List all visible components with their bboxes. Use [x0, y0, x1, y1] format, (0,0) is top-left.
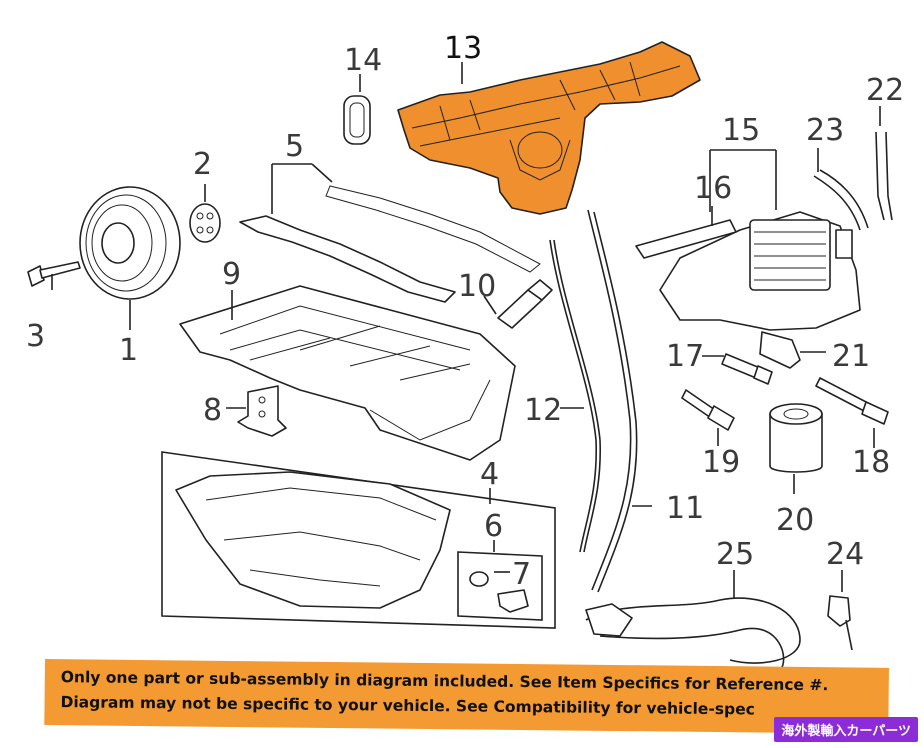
disclaimer-banner: Only one part or sub-assembly in diagram… [44, 659, 889, 734]
sensor-part-10 [497, 279, 553, 329]
sensor-part-21 [759, 331, 801, 369]
intake-manifold-part-13 [397, 41, 701, 215]
gasket-part-5 [239, 185, 541, 303]
windage-tray-part-9 [179, 285, 516, 461]
callout-25: 25 [716, 537, 754, 572]
callout-9: 9 [222, 257, 241, 292]
callout-17: 17 [666, 339, 704, 374]
oil-pan-group-part-4 [161, 451, 556, 629]
hose-part-22 [875, 131, 893, 221]
gasket-part-16 [635, 219, 737, 259]
callout-13: 13 [444, 31, 482, 66]
callout-22: 22 [866, 73, 904, 108]
bolt-part-18 [815, 377, 889, 425]
wiring-harness-part-25 [585, 597, 801, 671]
crank-pulley-part-1 [79, 186, 181, 300]
bracket-part-8 [237, 385, 287, 437]
callout-7: 7 [512, 557, 531, 592]
callout-12: 12 [524, 393, 562, 428]
callout-20: 20 [776, 503, 814, 538]
leader-lines [51, 62, 881, 598]
callout-19: 19 [702, 445, 740, 480]
callout-16: 16 [694, 171, 732, 206]
dipstick-part-12 [549, 239, 602, 553]
callout-1: 1 [119, 333, 138, 368]
callout-23: 23 [806, 113, 844, 148]
intake-manifold-body [397, 41, 701, 215]
callout-6: 6 [484, 509, 503, 544]
callout-10: 10 [458, 269, 496, 304]
callout-11: 11 [666, 491, 704, 526]
washer-part-2 [189, 203, 221, 243]
callout-labels: 1 2 3 4 5 6 7 8 9 10 11 12 13 14 15 16 1… [26, 31, 904, 592]
callout-14: 14 [344, 43, 382, 78]
bolt-part-19 [681, 389, 735, 431]
dipstick-tube-part-11 [587, 209, 638, 593]
callout-2: 2 [193, 147, 212, 182]
oil-filter-part-20 [769, 403, 823, 473]
bolt-part-3 [27, 261, 81, 287]
sensor-part-24 [827, 595, 853, 651]
gasket-part-14 [343, 95, 371, 145]
bolt-part-17 [721, 353, 773, 385]
hose-part-23 [813, 169, 869, 231]
import-parts-badge: 海外製輸入カーパーツ [774, 717, 918, 742]
callout-5: 5 [285, 129, 304, 164]
callout-4: 4 [480, 457, 499, 492]
drain-plug-inset-part-6 [457, 551, 543, 621]
oil-cooler-part-15 [659, 211, 861, 331]
callout-21: 21 [832, 339, 870, 374]
callout-15: 15 [722, 113, 760, 148]
callout-3: 3 [26, 319, 45, 354]
callout-8: 8 [203, 393, 222, 428]
callout-18: 18 [852, 445, 890, 480]
callout-24: 24 [826, 537, 864, 572]
